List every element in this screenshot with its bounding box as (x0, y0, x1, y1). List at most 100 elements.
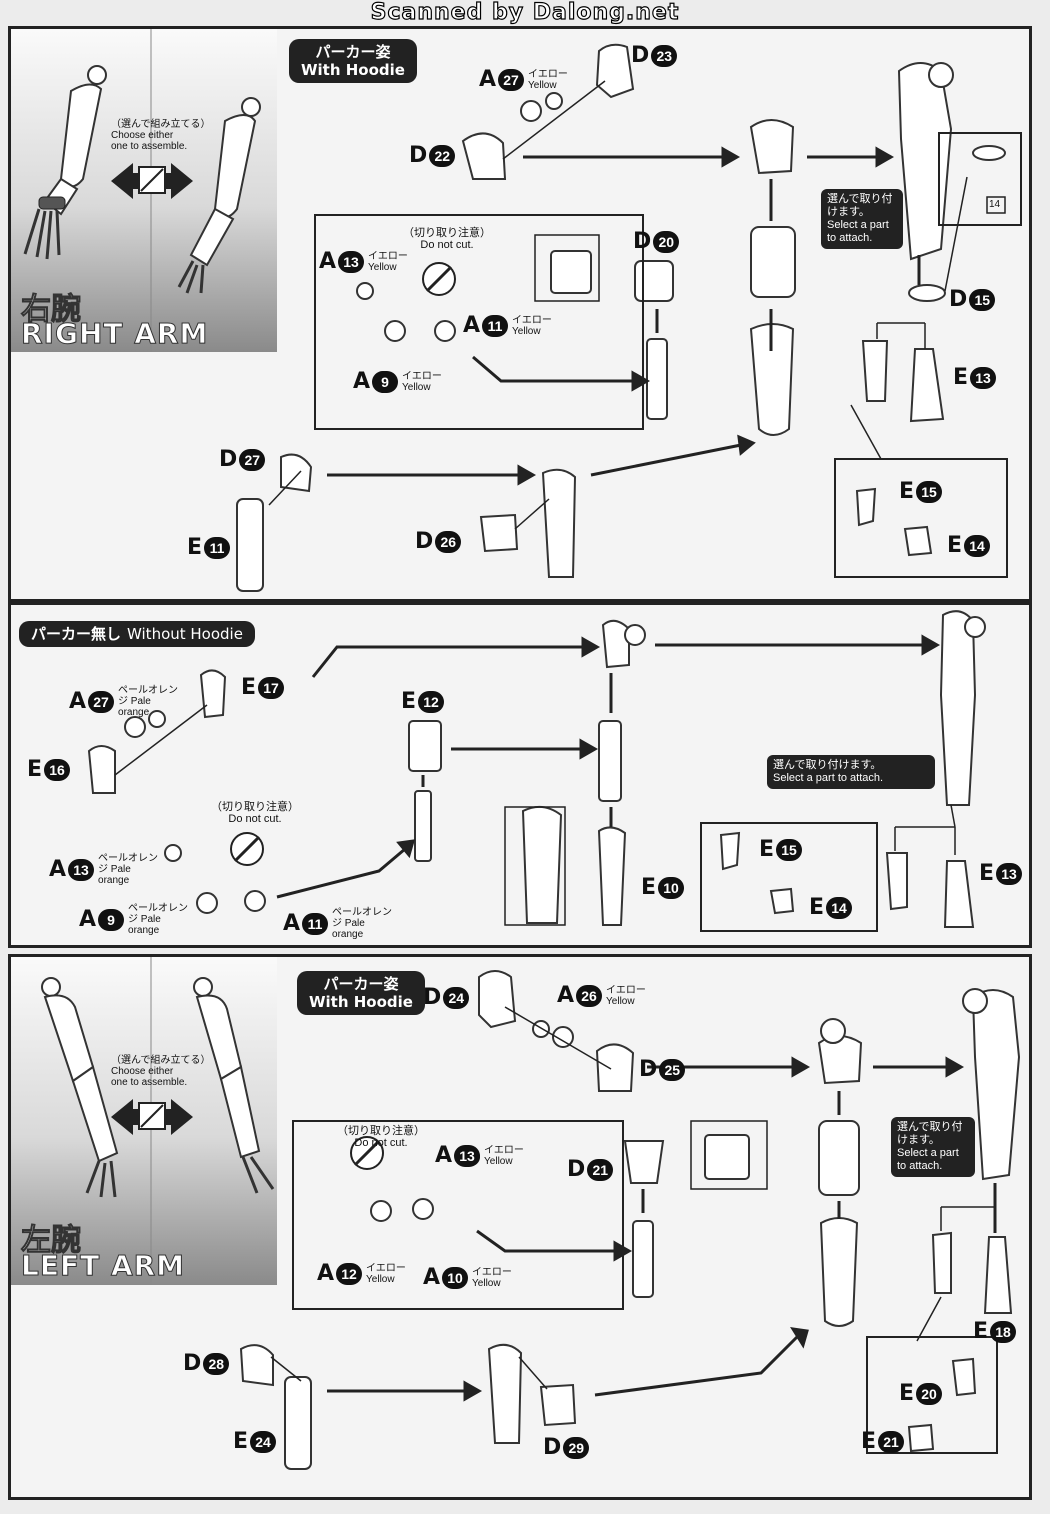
fist-hand (861, 340, 889, 402)
part-letter: D (219, 447, 238, 472)
part-letter: E (973, 1319, 989, 1344)
part-letter: A (463, 313, 481, 338)
part-number: 25 (659, 1058, 686, 1081)
select-part-jp: 選んで取り付けます。 (897, 1121, 963, 1146)
cap-a13 (356, 282, 374, 300)
without-hoodie-panel: パーカー無し Without Hoodie (8, 602, 1032, 948)
upper-arm-frame (750, 226, 796, 298)
part-letter: A (319, 249, 337, 274)
cuff-d26 (479, 513, 519, 553)
upper-arm-hoodie-complete (897, 62, 953, 261)
part-number: 15 (916, 480, 943, 503)
arm-complete-bare (939, 610, 977, 806)
do-not-cut-jp: （切り取り注意） (337, 1125, 425, 1137)
part-color: ペールオレンジ Pale orange (128, 903, 189, 936)
part-letter: A (479, 67, 497, 92)
forearm-mid (541, 468, 577, 578)
part-letter: D (639, 1057, 658, 1082)
shoulder-cover-d22 (461, 132, 507, 180)
part-number: 13 (996, 862, 1023, 885)
page-reference: 14 (989, 199, 1001, 210)
part-letter: E (899, 479, 915, 504)
part-number: 29 (563, 1436, 590, 1459)
hood-piece-d23 (595, 43, 635, 99)
choose-note: （選んで組み立てる） Choose either one to assemble… (111, 119, 211, 152)
left-arm-title-en: LEFT ARM (20, 1249, 186, 1283)
open-hand-e13 (943, 860, 975, 928)
part-letter: A (79, 907, 97, 932)
left-arm-title-block: （選んで組み立てる） Choose either one to assemble… (11, 957, 277, 1285)
part-number: 28 (203, 1352, 230, 1375)
part-letter: D (631, 43, 650, 68)
part-color: イエロー Yellow (472, 1266, 512, 1289)
part-number: 14 (964, 534, 991, 557)
part-letter: A (423, 1265, 441, 1290)
part-letter: A (317, 1261, 335, 1286)
part-letter: D (633, 229, 652, 254)
ring-d15 (908, 284, 946, 302)
choose-note: （選んで組み立てる） Choose either one to assemble… (111, 1055, 211, 1088)
select-part-note: 選んで取り付けます。 Select a part to attach. (821, 189, 903, 249)
right-arm-panel: （選んで組み立てる） Choose either one to assemble… (8, 26, 1032, 602)
part-number: 9 (372, 370, 399, 393)
part-number: 10 (658, 876, 685, 899)
open-hand-e18 (983, 1236, 1013, 1314)
choose-note-en: Choose either one to assemble. (111, 130, 188, 152)
part-letter: E (759, 837, 775, 862)
hood-piece-d24 (478, 970, 517, 1029)
cuff-d29 (539, 1383, 577, 1427)
joint-d21 (623, 1140, 665, 1184)
forearm-e11 (236, 498, 264, 592)
left-arm-assembly-diagram (239, 970, 1021, 1470)
part-number: 12 (336, 1262, 363, 1285)
with-hoodie-tag: パーカー姿 With Hoodie (297, 971, 425, 1015)
do-not-cut-en: Do not cut. (354, 1137, 408, 1149)
part-number: 10 (442, 1266, 469, 1289)
part-letter: E (979, 861, 995, 886)
do-not-cut-note: （切り取り注意） Do not cut. (337, 1125, 425, 1149)
do-not-cut-jp: （切り取り注意） (403, 227, 491, 239)
part-letter: D (423, 985, 442, 1010)
part-number: 20 (916, 1382, 943, 1405)
part-letter: E (233, 1429, 249, 1454)
part-number: 17 (258, 676, 285, 699)
without-hoodie-tag: パーカー無し Without Hoodie (19, 621, 255, 647)
part-number: 13 (454, 1144, 481, 1167)
without-hoodie-tag-jp: パーカー無し (31, 625, 122, 643)
forearm-assembled (749, 323, 795, 436)
shoulder-cover-d25 (595, 1043, 635, 1092)
part-number: 15 (969, 288, 996, 311)
choose-note-jp: （選んで組み立てる） (111, 119, 211, 130)
arm-choice-illustration (41, 957, 275, 1285)
select-part-jp: 選んで取り付けます。 (827, 193, 893, 218)
with-hoodie-tag-en: With Hoodie (309, 993, 413, 1011)
scan-watermark: Scanned by Dalong.net (370, 0, 680, 26)
part-letter: E (809, 895, 825, 920)
joint-stack (646, 338, 668, 420)
joint-d20 (634, 260, 674, 302)
part-letter: E (861, 1429, 877, 1454)
